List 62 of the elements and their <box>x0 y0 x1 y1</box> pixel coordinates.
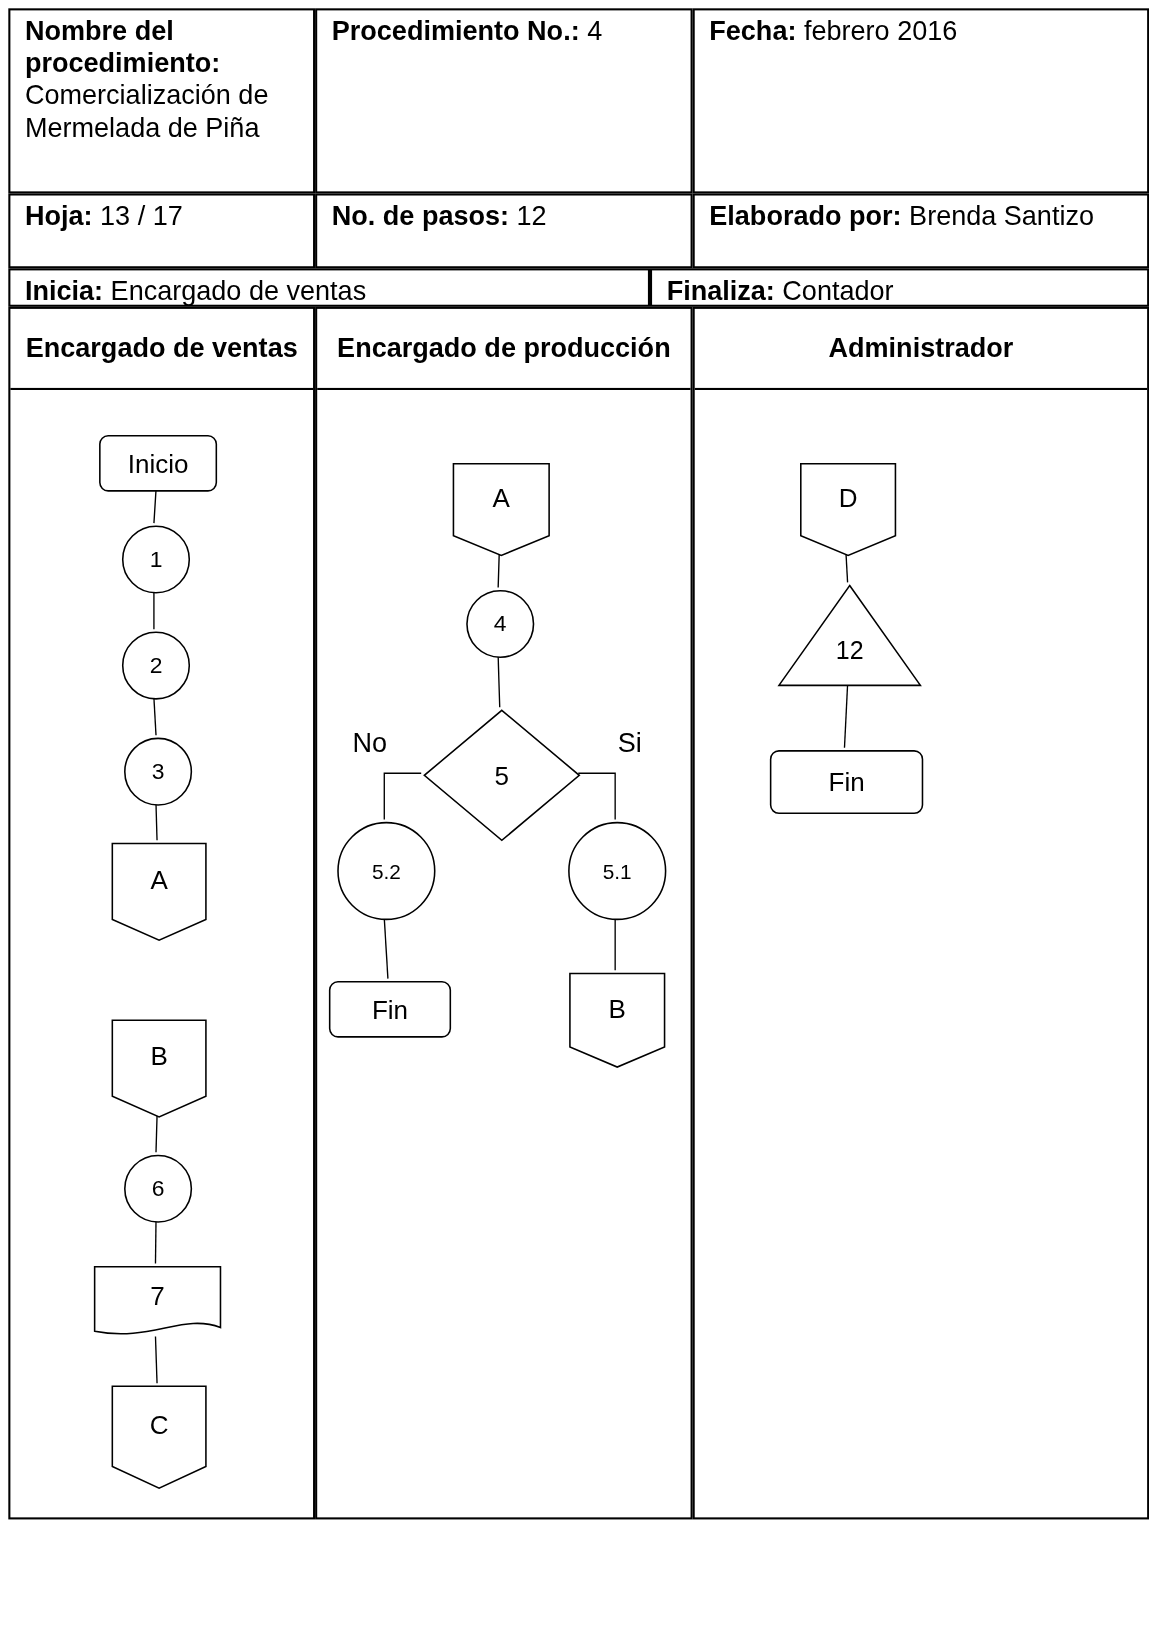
table-cell: No. de pasos: 12 <box>315 193 693 269</box>
node-label: A <box>150 866 168 893</box>
lane-header: Encargado de producción <box>317 308 691 390</box>
decision-diamond <box>423 709 581 842</box>
table-cell: Fecha: febrero 2016 <box>692 8 1149 194</box>
node-label: 5.1 <box>602 860 632 882</box>
step-circle <box>121 631 191 700</box>
node-label: Fin <box>371 996 409 1023</box>
off-page-connector <box>111 842 207 942</box>
step-circle <box>123 737 193 806</box>
swimlane <box>8 306 316 1520</box>
table-cell: Nombre del procedimiento: Comercialización de Mermelada de Piña <box>8 8 316 194</box>
off-page-connector <box>799 462 897 557</box>
lane-header: Encargado de ventas <box>10 308 314 390</box>
off-page-connector <box>452 462 551 557</box>
connector-line <box>577 772 616 821</box>
step-circle <box>567 821 667 921</box>
node-label: 5 <box>494 762 510 789</box>
table-cell: Finaliza: Contador <box>650 268 1149 307</box>
node-label: 6 <box>151 1177 165 1201</box>
archive-triangle <box>777 584 922 687</box>
node-label: 2 <box>149 654 163 678</box>
node-label: 12 <box>835 638 864 664</box>
connector-line <box>845 553 849 584</box>
step-circle <box>123 1154 193 1224</box>
terminal-box <box>769 749 924 815</box>
off-page-connector <box>568 972 666 1069</box>
lane-header: Administrador <box>694 308 1148 390</box>
step-circle <box>121 525 191 594</box>
connector-line <box>497 553 500 589</box>
table-cell: Elaborado por: Brenda Santizo <box>692 193 1149 269</box>
node-label: B <box>608 995 626 1022</box>
node-label: C <box>149 1411 169 1438</box>
terminal-box <box>328 980 452 1038</box>
node-label: 3 <box>151 760 165 784</box>
step-circle <box>465 589 535 659</box>
table-cell: Hoja: 13 / 17 <box>8 193 316 269</box>
swimlane <box>315 306 693 1520</box>
connector-line <box>153 591 155 630</box>
terminal-box <box>98 434 218 492</box>
off-page-connector <box>111 1019 207 1118</box>
node-label: 7 <box>150 1283 165 1310</box>
connector-line <box>153 489 157 524</box>
node-label: Fin <box>828 769 865 796</box>
node-label: 4 <box>493 612 507 636</box>
connector-line <box>154 1335 158 1384</box>
node-label: A <box>492 485 510 512</box>
table-cell: Procedimiento No.: 4 <box>315 8 693 194</box>
node-label: D <box>838 485 858 512</box>
swimlane <box>692 306 1149 1520</box>
connector-line <box>383 772 422 821</box>
connector-line <box>155 1115 158 1153</box>
step-circle <box>336 821 436 921</box>
node-label: 5.2 <box>371 860 401 882</box>
connector-line <box>155 803 158 841</box>
connector-line <box>154 1220 157 1265</box>
node-label: 1 <box>149 548 163 571</box>
node-label: B <box>150 1043 168 1070</box>
off-page-connector <box>111 1385 207 1490</box>
node-label: Inicio <box>127 450 189 477</box>
table-cell: Inicia: Encargado de ventas <box>8 268 650 307</box>
connector-line <box>153 697 157 736</box>
